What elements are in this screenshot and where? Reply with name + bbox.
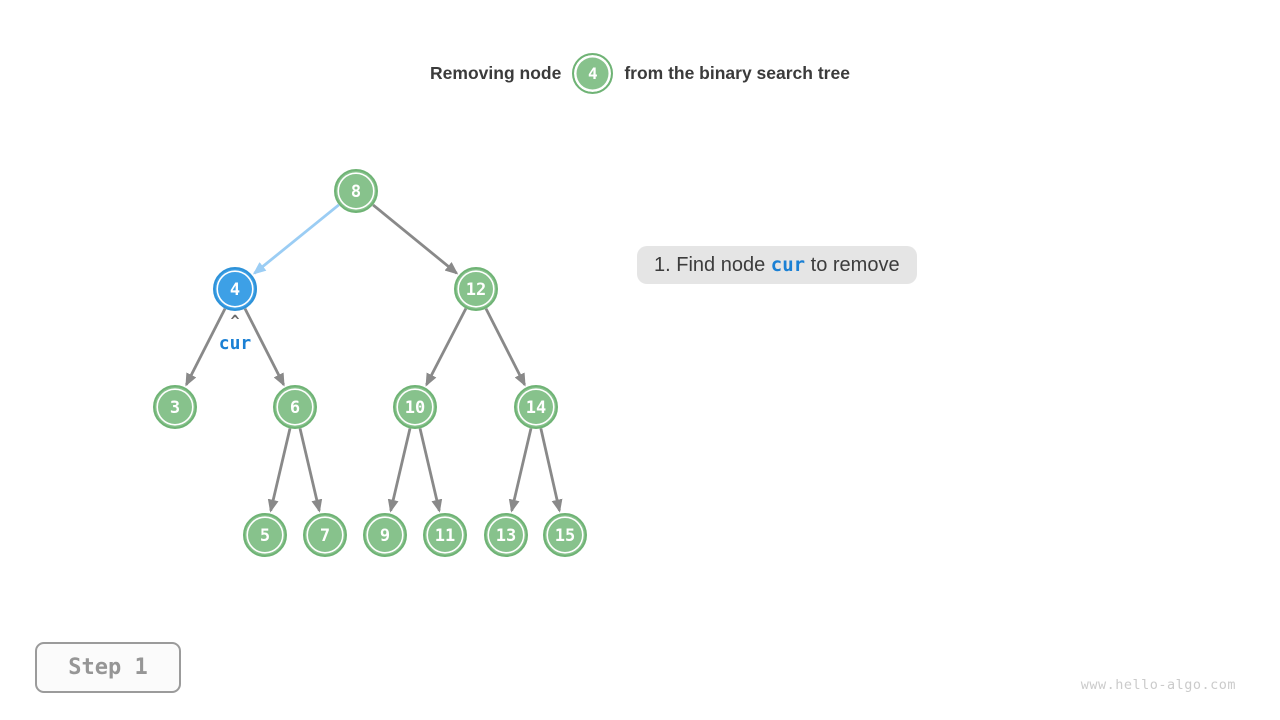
tree-node-11: 11 bbox=[423, 513, 467, 557]
tree-edge-6-5 bbox=[267, 428, 292, 513]
tree-edge-14-13 bbox=[508, 428, 533, 513]
tree-node-value: 6 bbox=[290, 398, 300, 418]
tree-node-value: 8 bbox=[351, 182, 361, 202]
tree-node-12: 12 bbox=[454, 267, 498, 311]
watermark-url: www.hello-algo.com bbox=[1080, 677, 1236, 693]
tree-node-5: 5 bbox=[243, 513, 287, 557]
annotation-highlight-cur: cur bbox=[770, 254, 806, 276]
title-text-before: Removing node bbox=[430, 63, 562, 83]
annotation-suffix: to remove bbox=[805, 253, 900, 276]
tree-node-value: 14 bbox=[526, 398, 546, 418]
tree-edge-14-15 bbox=[539, 428, 563, 513]
tree-edge-8-4 bbox=[252, 203, 340, 275]
tree-edge-4-6 bbox=[243, 307, 285, 387]
tree-node-7: 7 bbox=[303, 513, 347, 557]
title-text-after: from the binary search tree bbox=[624, 63, 850, 83]
tree-node-value: 4 bbox=[230, 280, 240, 300]
tree-node-value: 7 bbox=[320, 526, 330, 546]
tree-node-value: 5 bbox=[260, 526, 270, 546]
tree-edge-12-14 bbox=[484, 307, 526, 387]
tree-node-3: 3 bbox=[153, 385, 197, 429]
cur-pointer-arrow-icon: ^ bbox=[230, 312, 239, 330]
tree-node-8: 8 bbox=[334, 169, 378, 213]
tree-node-15: 15 bbox=[543, 513, 587, 557]
cur-pointer-label: cur bbox=[219, 333, 252, 354]
tree-edge-4-3 bbox=[185, 307, 227, 387]
tree-edge-10-11 bbox=[418, 428, 443, 513]
tree-node-value: 9 bbox=[380, 526, 390, 546]
tree-node-value: 15 bbox=[555, 526, 575, 546]
tree-node-value: 13 bbox=[496, 526, 516, 546]
title-node-value: 4 bbox=[587, 64, 598, 83]
tree-node-6: 6 bbox=[273, 385, 317, 429]
tree-node-value: 12 bbox=[466, 280, 486, 300]
tree-node-value: 11 bbox=[435, 526, 455, 546]
tree-node-value: 3 bbox=[170, 398, 180, 418]
tree-node-4: 4 bbox=[213, 267, 257, 311]
tree-node-10: 10 bbox=[393, 385, 437, 429]
tree-edge-12-10 bbox=[425, 307, 468, 387]
diagram-title: Removing node 4 from the binary search t… bbox=[0, 53, 1280, 94]
tree-node-14: 14 bbox=[514, 385, 558, 429]
step-badge-label: Step 1 bbox=[68, 655, 148, 680]
tree-edge-10-9 bbox=[387, 428, 412, 513]
tree-node-13: 13 bbox=[484, 513, 528, 557]
tree-node-9: 9 bbox=[363, 513, 407, 557]
annotation-prefix: 1. Find node bbox=[654, 253, 771, 276]
title-node-circle: 4 bbox=[572, 53, 614, 94]
tree-edge-8-12 bbox=[372, 203, 459, 275]
annotation-bubble: 1. Find node cur to remove bbox=[637, 246, 917, 284]
step-badge: Step 1 bbox=[35, 642, 181, 693]
tree-edge-6-7 bbox=[298, 428, 323, 513]
tree-node-value: 10 bbox=[405, 398, 425, 418]
